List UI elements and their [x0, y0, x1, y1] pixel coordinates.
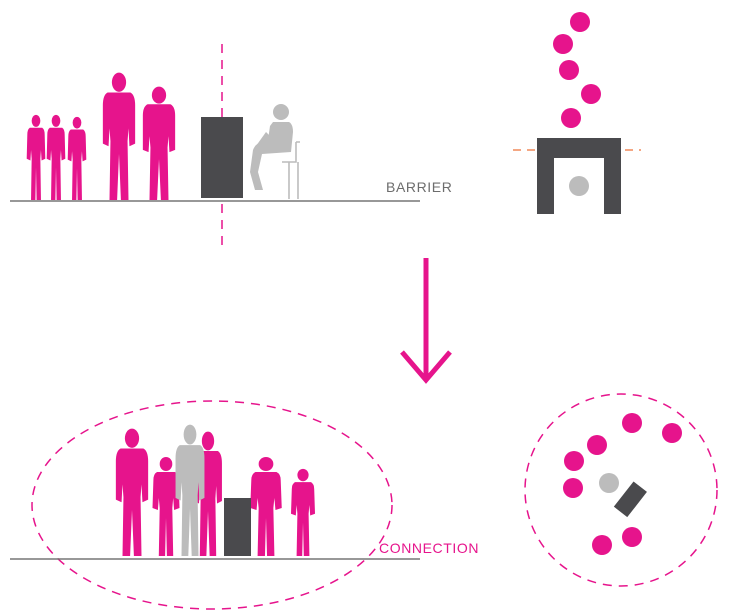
visitor-dot	[561, 108, 581, 128]
visitor-dot	[587, 435, 607, 455]
visitor-plan-dots	[553, 12, 601, 128]
connection-circle	[31, 400, 393, 610]
barrier-plan-view	[513, 12, 641, 214]
desk-icon	[224, 498, 251, 556]
visitor-group-top	[26, 72, 176, 200]
visitor-dot	[553, 34, 573, 54]
visitor-dot	[563, 478, 583, 498]
visitor-group-bottom	[115, 428, 315, 556]
visitor-plan-dots	[563, 413, 682, 555]
visitor-dot	[564, 451, 584, 471]
child-icon	[46, 114, 66, 200]
desk-plan-icon	[613, 481, 647, 518]
child-icon	[250, 457, 282, 556]
child-icon	[291, 468, 315, 556]
connection-plan-view	[524, 393, 718, 587]
arrow-down-icon	[400, 258, 452, 384]
staff-plan-dot	[599, 473, 619, 493]
visitor-dot	[592, 535, 612, 555]
child-icon	[67, 116, 87, 200]
adult-icon	[102, 72, 136, 200]
barrier-label: BARRIER	[386, 179, 452, 195]
desk-plan-icon	[537, 138, 621, 214]
visitor-dot	[662, 423, 682, 443]
staff-plan-dot	[569, 176, 589, 196]
seated-staff-icon	[250, 104, 300, 199]
visitor-dot	[570, 12, 590, 32]
visitor-dot	[559, 60, 579, 80]
visitor-dot	[622, 413, 642, 433]
child-icon	[26, 114, 46, 200]
desk-icon	[201, 117, 243, 198]
connection-plan-circle	[524, 393, 718, 587]
barrier-scene: BARRIER	[10, 44, 452, 246]
connection-label: CONNECTION	[379, 540, 479, 556]
visitor-dot	[622, 527, 642, 547]
adult-icon	[142, 86, 176, 200]
child-icon	[152, 457, 180, 556]
connection-scene: CONNECTION	[10, 400, 479, 610]
adult-icon	[115, 428, 149, 556]
visitor-dot	[581, 84, 601, 104]
